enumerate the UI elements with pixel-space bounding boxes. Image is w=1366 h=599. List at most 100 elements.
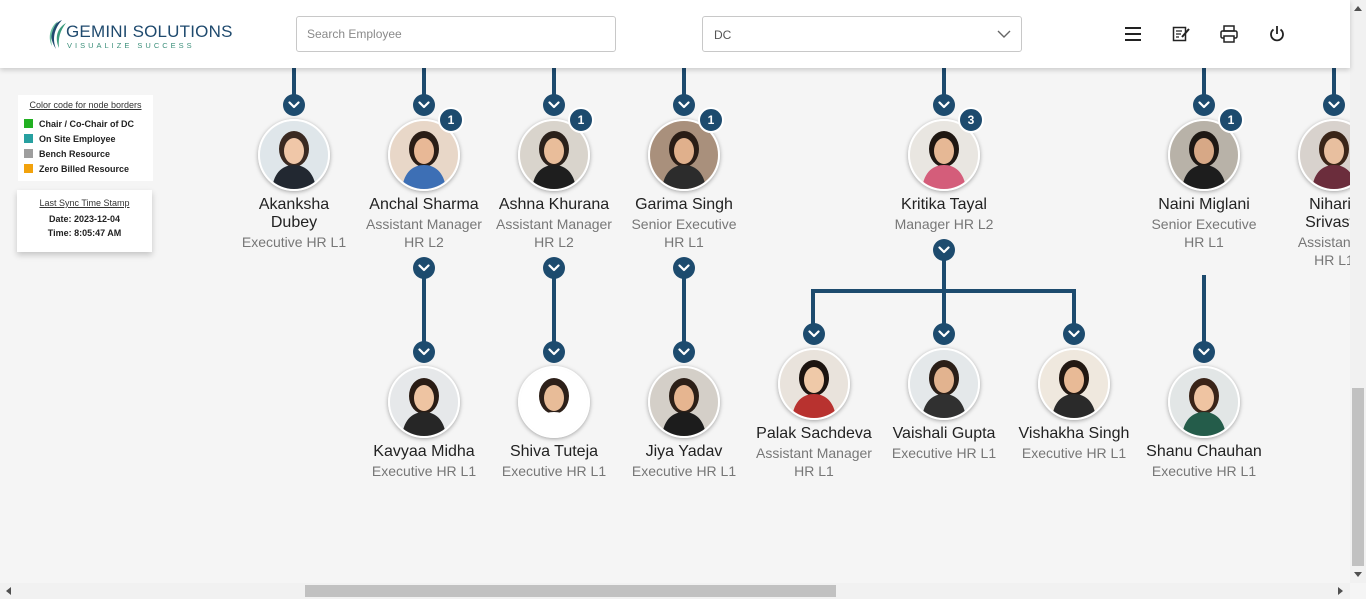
- employee-designation: Assistant Manager: [366, 216, 482, 232]
- employee-name: Dubey: [270, 214, 318, 231]
- employee-photo[interactable]: [778, 348, 850, 420]
- legend-item: Chair / Co-Chair of DC: [23, 116, 148, 131]
- expand-toggle-chevron-icon[interactable]: [933, 94, 955, 116]
- employee-name: Kritika Tayal: [901, 196, 987, 213]
- power-icon[interactable]: [1267, 24, 1287, 44]
- expand-toggle-chevron-icon[interactable]: [413, 341, 435, 363]
- connector-line: [682, 68, 686, 98]
- legend-swatch-green: [24, 119, 33, 128]
- expand-toggle-chevron-icon[interactable]: [543, 257, 565, 279]
- legend-label: On Site Employee: [39, 133, 116, 144]
- employee-name: Kavyaa Midha: [373, 443, 475, 460]
- logo-name: GEMINI SOLUTIONS: [66, 22, 233, 41]
- scroll-right-arrow-icon[interactable]: [1338, 587, 1343, 595]
- expand-toggle-chevron-icon[interactable]: [543, 94, 565, 116]
- expand-toggle-chevron-icon[interactable]: [543, 341, 565, 363]
- employee-photo[interactable]: [1038, 348, 1110, 420]
- employee-name: Akanksha: [258, 196, 330, 213]
- connector-line: [1202, 275, 1206, 345]
- connector-line: [552, 278, 556, 346]
- employee-designation: Executive HR L1: [1021, 445, 1127, 461]
- expand-toggle-chevron-icon[interactable]: [1193, 341, 1215, 363]
- expand-toggle-chevron-icon[interactable]: [1063, 323, 1085, 345]
- expand-toggle-chevron-icon[interactable]: [413, 94, 435, 116]
- employee-designation: HR L1: [664, 234, 704, 250]
- print-icon[interactable]: [1219, 24, 1239, 44]
- expand-toggle-chevron-icon[interactable]: [673, 341, 695, 363]
- employee-designation: Executive HR L1: [501, 463, 607, 479]
- vertical-scrollbar-thumb[interactable]: [1352, 388, 1364, 566]
- employee-designation: Assistant Manager: [496, 216, 612, 232]
- scroll-down-arrow-icon[interactable]: [1354, 572, 1362, 577]
- chevron-down-icon: [997, 30, 1011, 38]
- connector-line: [1072, 289, 1076, 329]
- employee-photo[interactable]: [518, 366, 590, 438]
- expand-toggle-chevron-icon[interactable]: [933, 239, 955, 261]
- employee-name: Anchal Sharma: [369, 196, 479, 213]
- employee-designation: HR L2: [534, 234, 574, 250]
- horizontal-scrollbar[interactable]: [0, 583, 1350, 599]
- expand-toggle-chevron-icon[interactable]: [933, 323, 955, 345]
- horizontal-scrollbar-thumb[interactable]: [305, 585, 836, 597]
- expand-toggle-chevron-icon[interactable]: [803, 323, 825, 345]
- logo-tagline: VISUALIZE SUCCESS: [67, 41, 195, 50]
- legend-swatch-gray: [24, 149, 33, 158]
- employee-name: Vaishali Gupta: [892, 425, 996, 442]
- legend-item: On Site Employee: [23, 131, 148, 146]
- reportee-count-badge: 1: [1218, 107, 1244, 133]
- employee-photo[interactable]: [908, 119, 980, 191]
- employee-name: Garima Singh: [635, 196, 733, 213]
- scroll-left-arrow-icon[interactable]: [6, 587, 11, 595]
- employee-designation: Assistant Manager: [756, 445, 872, 461]
- employee-designation: HR L1: [794, 463, 834, 479]
- search-employee-input[interactable]: [296, 16, 616, 52]
- department-select[interactable]: DC: [702, 16, 1022, 52]
- legend-label: Zero Billed Resource: [39, 163, 130, 174]
- connector-line: [292, 68, 296, 98]
- employee-photo[interactable]: [648, 366, 720, 438]
- employee-name: Vishakha Singh: [1018, 425, 1130, 442]
- logo-leaf-icon: [49, 20, 66, 49]
- company-logo[interactable]: GEMINI SOLUTIONS VISUALIZE SUCCESS: [46, 17, 232, 53]
- employee-photo[interactable]: [1168, 119, 1240, 191]
- expand-toggle-chevron-icon[interactable]: [1193, 94, 1215, 116]
- employee-name: Palak Sachdeva: [756, 425, 872, 442]
- connector-line: [811, 289, 1076, 293]
- connector-line: [422, 68, 426, 98]
- border-color-legend: Color code for node borders Chair / Co-C…: [18, 95, 153, 181]
- employee-photo[interactable]: [388, 366, 460, 438]
- connector-line: [422, 278, 426, 346]
- connector-line: [811, 289, 815, 329]
- expand-toggle-chevron-icon[interactable]: [673, 94, 695, 116]
- sync-time: Time: 8:05:47 AM: [47, 228, 122, 238]
- legend-label: Chair / Co-Chair of DC: [39, 118, 135, 129]
- menu-icon[interactable]: [1123, 24, 1143, 44]
- expand-toggle-chevron-icon[interactable]: [1323, 94, 1345, 116]
- legend-label: Bench Resource: [39, 148, 111, 159]
- scroll-up-arrow-icon[interactable]: [1354, 6, 1362, 11]
- expand-toggle-chevron-icon[interactable]: [673, 257, 695, 279]
- reportee-count-badge: 1: [438, 107, 464, 133]
- vertical-scrollbar[interactable]: [1350, 0, 1366, 583]
- sync-date: Date: 2023-12-04: [48, 214, 121, 224]
- employee-designation: HR L2: [404, 234, 444, 250]
- employee-photo[interactable]: [1168, 366, 1240, 438]
- employee-photo[interactable]: [908, 348, 980, 420]
- expand-toggle-chevron-icon[interactable]: [283, 94, 305, 116]
- employee-name: Shanu Chauhan: [1146, 443, 1262, 460]
- connector-line: [942, 68, 946, 98]
- legend-title: Color code for node borders: [29, 100, 142, 110]
- employee-name: Srivasta: [1305, 214, 1363, 231]
- employee-designation: Executive HR L1: [1151, 463, 1257, 479]
- employee-photo[interactable]: [258, 119, 330, 191]
- connector-line: [942, 258, 946, 328]
- expand-toggle-chevron-icon[interactable]: [413, 257, 435, 279]
- legend-item: Bench Resource: [23, 146, 148, 161]
- employee-designation: Manager HR L2: [894, 216, 994, 232]
- edit-note-icon[interactable]: [1171, 24, 1191, 44]
- connector-line: [1332, 68, 1336, 98]
- employee-name: Shiva Tuteja: [509, 443, 599, 460]
- employee-designation: Senior Executive: [631, 216, 737, 232]
- employee-designation: Executive HR L1: [241, 234, 347, 250]
- connector-line: [552, 68, 556, 98]
